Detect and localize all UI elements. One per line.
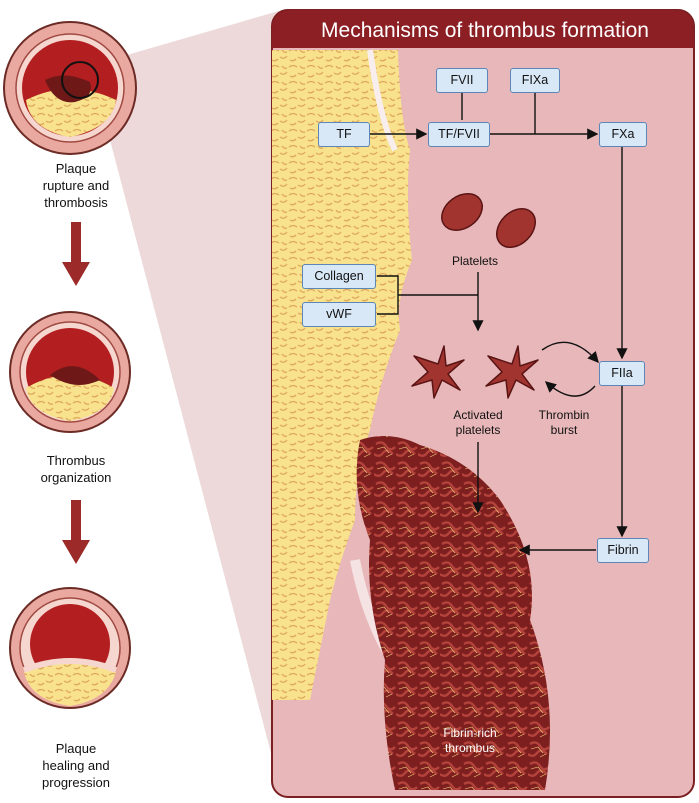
factor-fvii: FVII [436, 68, 488, 93]
zoom-wedge [110, 10, 282, 795]
factor-fxa: FXa [599, 122, 647, 147]
stage-label-2: Thrombus organization [40, 453, 112, 485]
factor-fibrin: Fibrin [597, 538, 649, 563]
factor-fixa: FIXa [510, 68, 560, 93]
platelet-resting-2 [496, 208, 536, 248]
stage-label-1: Plaque rupture and thrombosis [42, 161, 110, 210]
label-thrombin-burst: Thrombin burst [538, 408, 590, 437]
factor-tf-fvii: TF/FVII [428, 122, 490, 147]
pathway-arrows [370, 92, 628, 556]
factor-vwf: vWF [302, 302, 376, 327]
platelet-activated-2 [485, 345, 539, 399]
label-platelets: Platelets [451, 254, 499, 268]
fibrin-rich-thrombus [356, 436, 550, 790]
stage-arrow-1 [62, 222, 90, 286]
label-fibrin-thrombus: Fibrin-rich thrombus [443, 726, 497, 755]
factor-fiia: FIIa [599, 361, 645, 386]
artery-stage-2 [9, 311, 131, 433]
panel-title: Mechanisms of thrombus formation [321, 19, 649, 42]
platelet-resting-1 [441, 193, 483, 231]
mechanism-panel [271, 9, 695, 798]
plaque-core [272, 50, 412, 700]
label-activated-platelets: Activated platelets [453, 408, 503, 437]
artery-stage-3 [9, 587, 131, 709]
stage-label-3: Plaque healing and progression [42, 741, 110, 790]
factor-tf: TF [318, 122, 370, 147]
platelet-activated-1 [411, 345, 465, 399]
artery-stage-1 [3, 21, 137, 155]
stage-arrow-2 [62, 500, 90, 564]
factor-collagen: Collagen [302, 264, 376, 289]
